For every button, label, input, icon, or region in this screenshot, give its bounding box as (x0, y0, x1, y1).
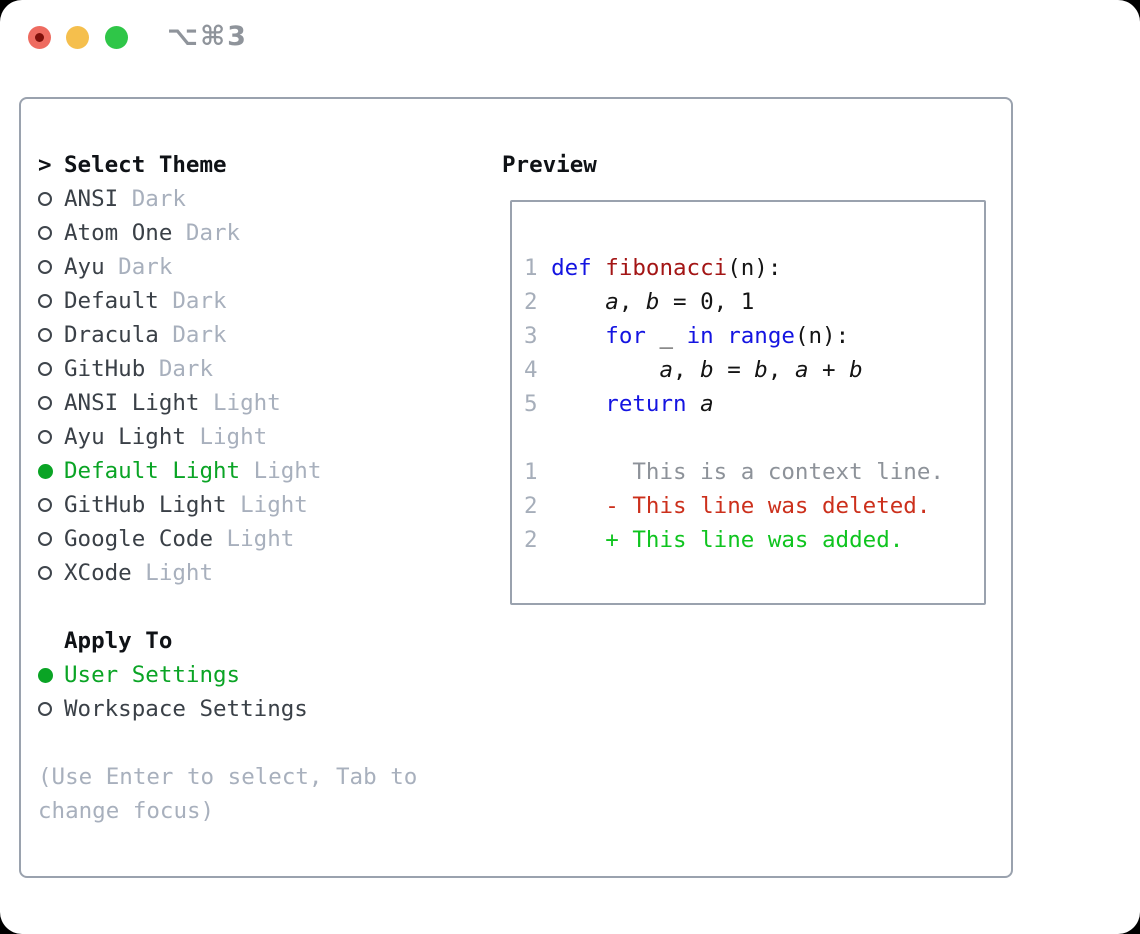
option-label: ANSI Light (64, 390, 200, 416)
radio-icon (38, 532, 64, 546)
preview-line: 1 This is a context line. (524, 459, 944, 485)
radio-icon (38, 566, 64, 580)
theme-option[interactable]: Dracula Dark (38, 318, 468, 352)
keyboard-hint-text: (Use Enter to select, Tab to change focu… (38, 764, 418, 824)
option-label: User Settings (64, 662, 241, 688)
radio-icon (38, 362, 64, 376)
option-label: Default (64, 288, 159, 314)
preview-line: 5 return a (524, 391, 714, 417)
radio-icon (38, 498, 64, 512)
preview-box: 1 def fibonacci(n): 2 a, b = 0, 1 3 for _ … (510, 200, 986, 605)
select-theme-header: Select Theme (64, 152, 227, 178)
option-label: ANSI (64, 186, 119, 212)
option-label: Default Light (64, 458, 241, 484)
option-label: Dracula (64, 322, 159, 348)
theme-option[interactable]: Ayu Dark (38, 250, 468, 284)
radio-selected-icon (38, 667, 64, 683)
window-title-shortcut: ⌥⌘3 (167, 21, 248, 52)
radio-selected-icon (38, 463, 64, 479)
close-button[interactable] (28, 26, 51, 49)
theme-option[interactable]: GitHub Dark (38, 352, 468, 386)
theme-option[interactable]: Google Code Light (38, 522, 468, 556)
option-label: GitHub (64, 356, 146, 382)
select-theme-header-row: > Select Theme (38, 148, 468, 182)
theme-variant: Dark (104, 254, 173, 280)
minimize-button[interactable] (66, 26, 89, 49)
theme-option[interactable]: XCode Light (38, 556, 468, 590)
theme-variant: Light (213, 526, 295, 552)
apply-to-header: Apply To (64, 628, 173, 654)
theme-variant: Light (199, 390, 281, 416)
preview-line: 2 - This line was deleted. (524, 493, 931, 519)
theme-variant: Dark (158, 288, 227, 314)
option-label: GitHub Light (64, 492, 227, 518)
apply-option[interactable]: Workspace Settings (38, 692, 468, 726)
radio-icon (38, 226, 64, 240)
spacer (38, 590, 468, 624)
apply-to-header-row: Apply To (38, 624, 468, 658)
theme-option[interactable]: Atom One Dark (38, 216, 468, 250)
theme-variant: Dark (145, 356, 214, 382)
radio-icon (38, 430, 64, 444)
theme-option[interactable]: ANSI Dark (38, 182, 468, 216)
preview-line: 2 a, b = 0, 1 (524, 289, 755, 315)
theme-option[interactable]: Default Dark (38, 284, 468, 318)
radio-icon (38, 328, 64, 342)
theme-variant: Dark (172, 220, 241, 246)
titlebar: ⌥⌘3 (0, 0, 1140, 97)
preview-line: 1 def fibonacci(n): (524, 255, 782, 281)
apply-option[interactable]: User Settings (38, 658, 468, 692)
radio-icon (38, 192, 64, 206)
option-label: Workspace Settings (64, 696, 308, 722)
preview-header: Preview (502, 152, 597, 178)
preview-line (524, 217, 984, 251)
option-label: Ayu (64, 254, 105, 280)
preview-line: 4 a, b = b, a + b (524, 357, 863, 383)
unsaved-changes-dot-icon (35, 33, 44, 42)
option-label: Google Code (64, 526, 214, 552)
theme-variant: Light (185, 424, 268, 450)
radio-icon (38, 294, 64, 308)
theme-variant: Light (131, 560, 214, 586)
theme-variant: Light (240, 458, 322, 484)
theme-variant: Light (226, 492, 308, 518)
preview-code: 1 def fibonacci(n): 2 a, b = 0, 1 3 for _ … (524, 217, 984, 557)
spacer (38, 726, 468, 760)
theme-option[interactable]: Default Light Light (38, 454, 468, 488)
theme-option[interactable]: GitHub Light Light (38, 488, 468, 522)
option-label: Ayu Light (64, 424, 186, 450)
maximize-button[interactable] (105, 26, 128, 49)
preview-line (524, 421, 984, 455)
preview-line: 2 + This line was added. (524, 527, 904, 553)
theme-option[interactable]: ANSI Light Light (38, 386, 468, 420)
option-label: XCode (64, 560, 132, 586)
option-label: Atom One (64, 220, 173, 246)
radio-icon (38, 260, 64, 274)
focus-caret-icon: > (38, 152, 52, 178)
radio-icon (38, 396, 64, 410)
theme-variant: Dark (118, 186, 186, 212)
radio-icon (38, 702, 64, 716)
preview-line: 3 for _ in range(n): (524, 323, 850, 349)
theme-option[interactable]: Ayu Light Light (38, 420, 468, 454)
theme-variant: Dark (158, 322, 227, 348)
